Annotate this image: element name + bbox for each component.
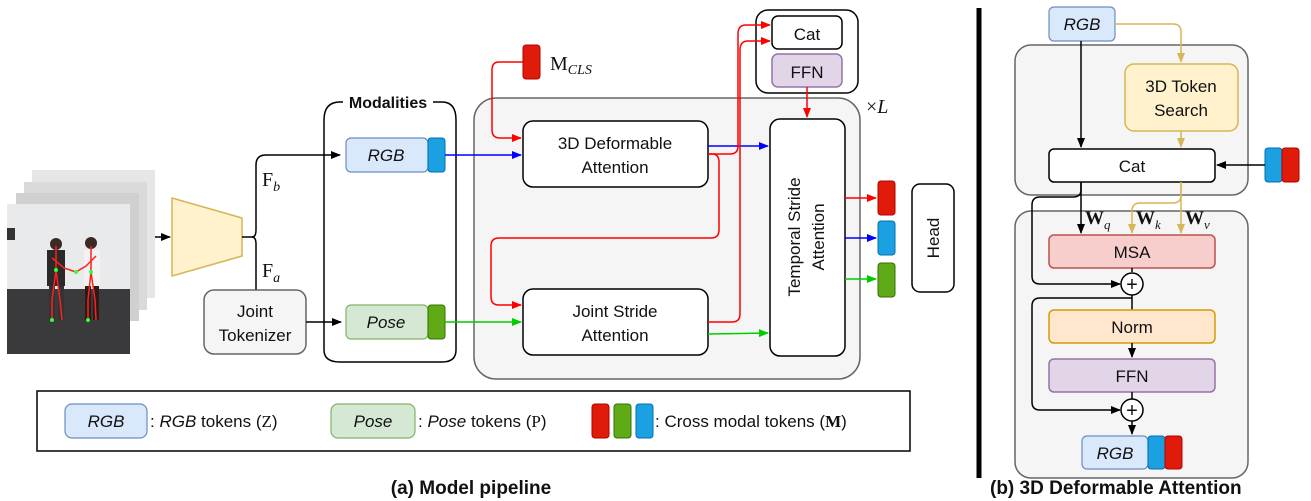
- deformable-attention-block: 3D Deformable Attention: [522, 120, 709, 188]
- panel-b-output-token-blue: [1147, 435, 1166, 470]
- temporal-stride-attention-label-2: Attention: [809, 203, 828, 270]
- pose-token-block: Pose: [345, 304, 446, 340]
- line-feature-a: [251, 236, 257, 290]
- arrow-joint-stride-to-temporal: [707, 329, 769, 338]
- arrow-rgb-to-token-search: [1115, 23, 1185, 63]
- legend-rgb-desc: : RGB tokens (Z): [150, 412, 278, 431]
- residual-connection-2: [1031, 297, 1132, 414]
- deformable-attention-label-2: Attention: [581, 158, 648, 177]
- frame-front: [7, 204, 130, 354]
- rgb-cross-token-blue: [427, 137, 446, 173]
- joint-stride-attention-block: Joint Stride Attention: [522, 288, 709, 356]
- add-node-2-symbol: +: [1126, 400, 1138, 422]
- legend-box: [36, 390, 911, 452]
- arrow-deformable-to-cat: [708, 21, 771, 155]
- temporal-stride-attention-block: Temporal Stride Attention: [769, 118, 846, 357]
- backbone-encoder: [171, 197, 243, 277]
- panel-b-ffn-label: FFN: [1115, 367, 1148, 386]
- legend-pose-desc: : Pose tokens (P): [418, 412, 547, 431]
- label-feature-a: Fa: [262, 260, 280, 286]
- label-wk: Wk: [1136, 208, 1161, 232]
- input-video-frames: [7, 170, 155, 354]
- joint-tokenizer-label-1: Joint: [237, 302, 273, 321]
- deformable-attention-label-1: 3D Deformable: [558, 134, 672, 153]
- token-search-block: [1124, 63, 1239, 132]
- label-feature-b: Fb: [262, 169, 280, 195]
- legend-token-red: [591, 403, 610, 439]
- arrow-deformable-to-joint-stride: [490, 153, 720, 309]
- token-search-label-2: Search: [1154, 101, 1208, 120]
- modalities-group: [323, 101, 457, 363]
- arrow-joint-stride-to-cat: [708, 37, 771, 323]
- modalities-title: Modalities: [349, 95, 427, 112]
- label-wq: Wq: [1085, 208, 1111, 232]
- panel-b-output-token-red: [1164, 435, 1183, 470]
- label-wv: Wv: [1185, 208, 1210, 232]
- joint-stride-attention-label-1: Joint Stride: [572, 302, 657, 321]
- panel-b-rgb-output-label: RGB: [1097, 444, 1134, 463]
- caption-panel-b: (b) 3D Deformable Attention: [990, 478, 1242, 499]
- token-search-label-1: 3D Token: [1145, 77, 1217, 96]
- joint-tokenizer-block: Joint Tokenizer: [203, 289, 307, 355]
- legend-pose-chip-label: Pose: [354, 412, 393, 431]
- output-token-green: [877, 262, 896, 298]
- output-token-red: [877, 180, 896, 216]
- panel-b-cat-label: Cat: [1119, 157, 1146, 176]
- legend-token-green: [613, 403, 632, 439]
- msa-label: MSA: [1114, 243, 1152, 262]
- arrow-mcls-to-deformable: [491, 61, 523, 142]
- legend-pose-chip: [330, 403, 416, 439]
- rgb-token-label: RGB: [368, 146, 405, 165]
- cat-label-a: Cat: [794, 25, 821, 44]
- pose-token-label: Pose: [367, 313, 406, 332]
- panel-b-cross-token-blue: [1264, 147, 1283, 183]
- legend-rgb-chip: [64, 403, 148, 439]
- head-label: Head: [924, 218, 943, 259]
- panel-b-rgb-input-label: RGB: [1064, 15, 1101, 34]
- legend-rgb-chip-label: RGB: [88, 412, 125, 431]
- head-block: Head: [911, 183, 955, 293]
- repeat-l-label: ×L: [866, 96, 888, 118]
- legend: RGB : RGB tokens (Z) Pose : Pose tokens …: [36, 390, 911, 452]
- cat-block-a: [771, 15, 843, 50]
- norm-label: Norm: [1111, 318, 1153, 337]
- pose-cross-token-green: [427, 304, 446, 340]
- joint-tokenizer-label-2: Tokenizer: [219, 326, 292, 345]
- panel-b-cat-block: [1048, 148, 1216, 183]
- joint-stride-attention-label-2: Attention: [581, 326, 648, 345]
- ffn-label-a: FFN: [790, 63, 823, 82]
- caption-panel-a: (a) Model pipeline: [391, 478, 551, 499]
- output-token-blue: [877, 220, 896, 256]
- arrow-feature-b: [242, 151, 341, 238]
- panel-b-cross-token-red: [1281, 147, 1300, 183]
- mcls-token: [522, 44, 541, 80]
- rgb-token-block: RGB: [345, 137, 446, 173]
- mcls-label: MCLS: [550, 53, 592, 78]
- residual-connection-1: [1031, 182, 1121, 288]
- add-node-1-symbol: +: [1126, 274, 1138, 296]
- legend-token-blue: [635, 403, 654, 439]
- temporal-stride-attention-label-1: Temporal Stride: [785, 177, 804, 296]
- legend-cross-desc: : Cross modal tokens (M): [655, 412, 847, 431]
